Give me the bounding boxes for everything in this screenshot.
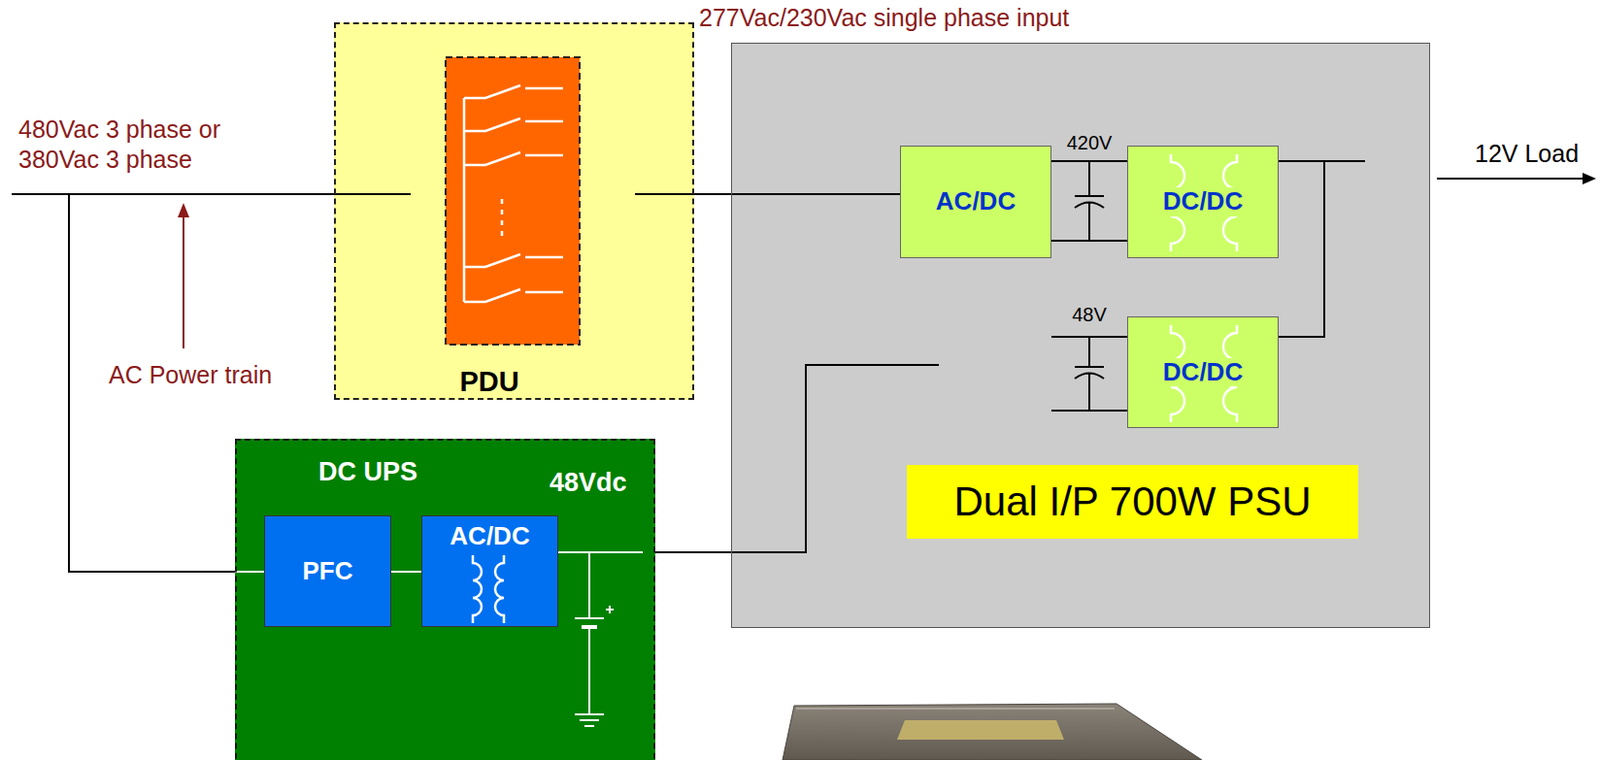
psu-photo [782, 703, 1202, 760]
pfc-input-wire [234, 570, 265, 573]
panel-fill [731, 42, 1431, 629]
coil-winding [1223, 154, 1237, 252]
label-anchor: 277Vac/230Vac single phase input [699, 3, 1069, 33]
converter-box: DC/DC [1127, 316, 1279, 429]
label-anchor: 420V [1066, 132, 1113, 155]
load-arrowhead [1582, 172, 1597, 185]
switch-symbol [464, 85, 564, 99]
power-wire [1051, 160, 1128, 163]
panel-fill [234, 438, 656, 760]
coil-winding [1223, 325, 1237, 423]
psu-photo-edge [796, 707, 1115, 710]
coil-winding [472, 555, 482, 624]
input-label: 480Vac 3 phase or 380Vac 3 phase [18, 114, 252, 175]
battery-plate [581, 625, 598, 630]
power-wire [694, 193, 900, 196]
callout-label: AC Power train [108, 361, 272, 390]
psu-title: Dual I/P 700W PSU [906, 465, 1359, 539]
input-label: 277Vac/230Vac single phase input [699, 3, 1069, 33]
switch-symbol [464, 289, 564, 302]
breaker-panel [445, 57, 580, 345]
coil-winding [1170, 154, 1185, 252]
converter-box: AC/DC [900, 145, 1052, 259]
ac-input-wire [11, 193, 411, 196]
switch-symbol [464, 254, 564, 267]
converter-label: DC/DC [1159, 187, 1247, 217]
voltage-label: 48Vdc [549, 467, 628, 499]
battery-symbol [574, 552, 614, 727]
pdu-panel: PDU [333, 22, 695, 400]
panel-title: DC UPS [318, 457, 418, 488]
output-wire [1324, 160, 1366, 163]
label-anchor: 48V [1071, 303, 1107, 327]
pdu-output-wire [634, 193, 695, 196]
converter-box: DC/DC [1127, 145, 1279, 259]
label-anchor: 12V Load [1474, 139, 1579, 168]
converter-label: AC/DC [932, 187, 1020, 217]
label-anchor: 480Vac 3 phase or 380Vac 3 phase [18, 114, 252, 175]
callout-arrow [182, 215, 185, 349]
voltage-label: 48V [1071, 303, 1107, 327]
panel-fill [333, 22, 695, 400]
voltage-label: 420V [1066, 132, 1113, 155]
panel-title: PDU [431, 366, 548, 399]
switch-symbol [464, 118, 564, 132]
converter-label: DC/DC [1159, 358, 1247, 388]
label-anchor: AC Power train [108, 361, 272, 390]
converter-label: AC/DC [445, 522, 534, 552]
panel-fills [234, 22, 1431, 760]
coil-winding [1170, 325, 1185, 423]
power-wire [1278, 161, 1325, 337]
ups-output-wire [558, 551, 643, 554]
pfc-box: PFC [264, 515, 392, 628]
capacitor-symbol [1074, 336, 1104, 411]
capacitor-symbol [1074, 161, 1104, 241]
psu-enclosure: Dual I/P 700W PSU AC/DC DC/DC DC/DC [731, 42, 1431, 629]
switch-symbol [464, 152, 564, 166]
psu-photo-sticker [897, 720, 1065, 740]
load-label: 12V Load [1474, 139, 1579, 168]
ellipsis-mark [500, 199, 504, 241]
converter-box: AC/DC [421, 515, 559, 628]
power-wire [391, 570, 422, 573]
switch-bus [463, 98, 467, 302]
layout-drawing [11, 57, 1597, 760]
ups-panel: DC UPS 48VdcPFC AC/DC [234, 438, 656, 760]
load-arrow [1436, 177, 1585, 180]
callout-arrowhead [177, 202, 190, 218]
coil-winding [495, 555, 504, 624]
converter-label: PFC [299, 557, 358, 587]
